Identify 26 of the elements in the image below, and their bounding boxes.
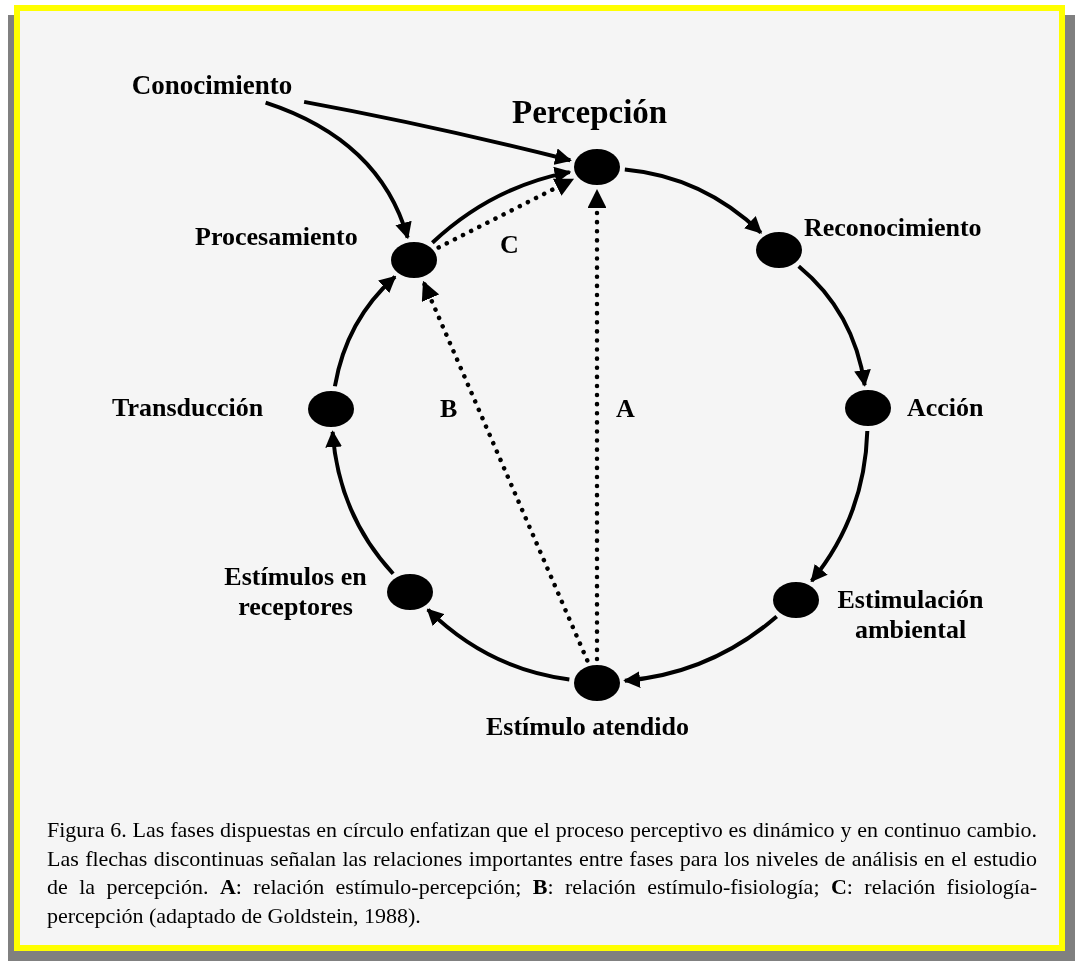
phase-label: Estimulación ambiental [836, 585, 985, 645]
curved-arrow [810, 430, 870, 583]
dotted-arrow [587, 188, 607, 662]
curved-arrow [797, 264, 871, 387]
concept-label: Conocimiento [117, 69, 307, 101]
curved-arrow [332, 275, 397, 387]
phase-label: Acción [907, 393, 984, 423]
curved-arrow [624, 167, 763, 235]
figure-caption: Figura 6. Las fases dispuestas en círculo enfatizan que el proceso perceptivo es dinámico y en continuo cambio. Las flechas discontinuas señalan las relaciones importantes entre fases para los niveles de análisis en el estudio de la percepción. A: relación estímulo-percepción; B: relación estímulo-fisiología; C: relación fisiología-percepción (adaptado de Goldstein, 1988). [47, 816, 1037, 930]
phase-label: Reconocimiento [804, 213, 982, 243]
curved-arrow [431, 167, 572, 245]
phase-label: Estímulos en receptores [223, 562, 368, 622]
phase-label: Percepción [512, 94, 668, 132]
edge-label: B [440, 394, 458, 424]
curved-arrow [264, 100, 411, 240]
dotted-arrow [436, 177, 575, 250]
curved-arrow [426, 608, 570, 682]
curved-arrow [325, 430, 395, 576]
edge-label: C [500, 230, 519, 260]
phase-label: Estímulo atendido [486, 712, 689, 742]
phase-label: Procesamiento [195, 222, 358, 252]
curved-arrow [303, 99, 572, 165]
curved-arrow [623, 615, 778, 688]
dotted-arrow [421, 280, 590, 663]
edge-label: A [616, 394, 635, 424]
phase-label: Transducción [112, 393, 264, 423]
